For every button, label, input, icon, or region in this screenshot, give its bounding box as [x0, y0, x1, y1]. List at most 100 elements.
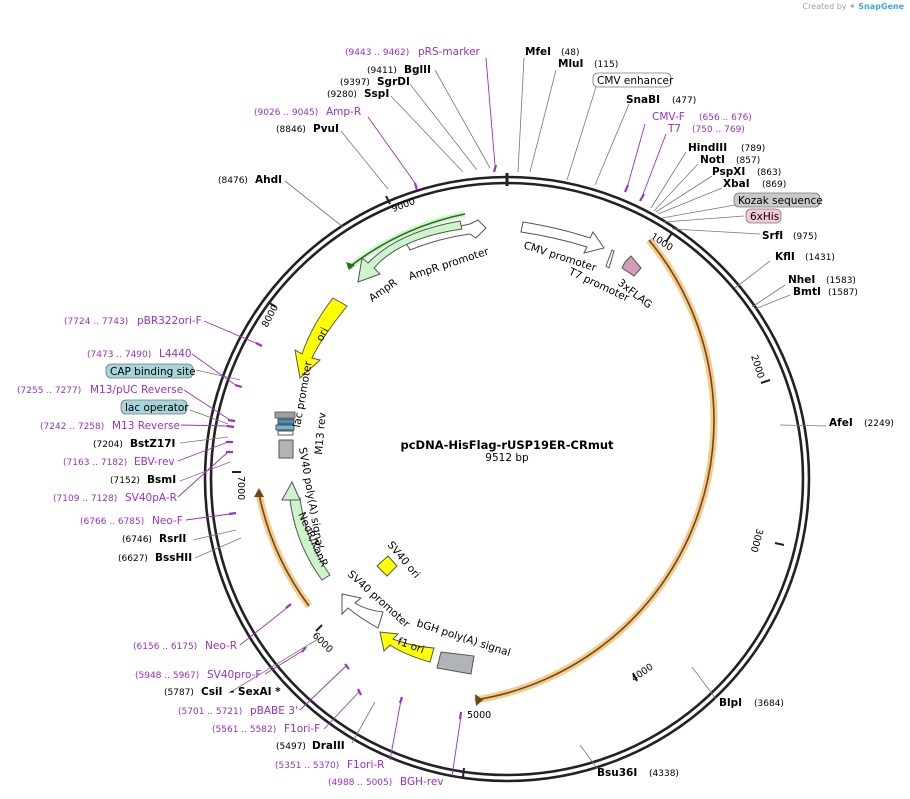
enzyme-noti: NotI — [700, 154, 725, 166]
enzyme-pspxi: PspXI — [712, 166, 745, 178]
primer-l4440-pos: (7473 .. 7490) — [87, 350, 151, 360]
enzyme-hindiii: HindIII — [688, 142, 727, 154]
primer-leaders — [177, 57, 667, 777]
enzyme-snabi: SnaBI — [626, 94, 660, 106]
snapgene-credit: Created by ✦ SnapGene — [802, 2, 904, 11]
enzyme-leaders — [179, 57, 827, 769]
label-lac-promoter: lac promoter — [291, 360, 315, 429]
tick-label-7000: 7000 — [235, 476, 246, 500]
primer-amp-r: Amp-R — [326, 106, 361, 118]
enzyme-nhei: NheI — [788, 274, 815, 286]
primer-sv40pro-f-pos: (5948 .. 5967) — [135, 671, 199, 681]
enzyme-bglii-pos: (9411) — [367, 66, 397, 76]
primer-prs-marker: pRS-marker — [418, 46, 481, 58]
enzyme-bmti-pos: (1587) — [828, 288, 858, 298]
enzyme-rsrii-pos: (6746) — [122, 535, 152, 545]
primer-bgh-rev-pos: (4988 .. 5005) — [328, 778, 392, 788]
t7-promoter-arrow — [605, 249, 615, 269]
primer-l4440: L4440 — [159, 348, 192, 360]
enzyme-bglii: BglII — [404, 64, 431, 76]
snapgene-logo-icon: ✦ — [849, 2, 856, 11]
primer-m13puc-reverse: M13/pUC Reverse — [90, 384, 183, 396]
primer-f1ori-f-pos: (5561 .. 5582) — [212, 725, 276, 735]
enzyme-draiii-pos: (5497) — [276, 742, 306, 752]
box-lac-operator: lac operator — [125, 402, 189, 414]
enzyme-snabi-pos: (477) — [672, 96, 696, 106]
cmv-promoter-arrow — [520, 221, 605, 254]
enzyme-pspxi-pos: (863) — [757, 168, 781, 178]
primer-pbr322ori-f-pos: (7724 .. 7743) — [64, 317, 128, 327]
enzyme-sspi: SspI — [364, 88, 389, 100]
enzyme-blpi: BlpI — [719, 697, 742, 709]
enzyme-nhei-pos: (1583) — [826, 276, 856, 286]
sv40-ori-box — [376, 555, 398, 577]
label-m13-rev: M13 rev — [313, 412, 329, 455]
primer-cmv-f-pos: (656 .. 676) — [699, 113, 752, 123]
enzyme-mlui-pos: (115) — [594, 60, 618, 70]
enzyme-bsu36i-pos: (4338) — [649, 769, 679, 779]
label-ori: ori — [314, 326, 331, 344]
flag-feature — [621, 255, 642, 277]
sv40-promoter-arrow — [341, 593, 384, 629]
credit-brand: SnapGene — [858, 2, 904, 11]
primer-neo-r-pos: (6156 .. 6175) — [133, 642, 197, 652]
enzyme-xbai: XbaI — [723, 178, 750, 190]
enzyme-ahdi: AhdI — [255, 174, 282, 186]
primer-ebv-rev: EBV-rev — [134, 456, 175, 468]
enzyme-bsshii-pos: (6627) — [118, 554, 148, 564]
enzyme-bstz17i-pos: (7204) — [93, 440, 123, 450]
enzyme-pvui-pos: (8846) — [276, 125, 306, 135]
primer-t7-pos: (750 .. 769) — [692, 125, 745, 135]
enzyme-bsmi: BsmI — [147, 474, 176, 486]
primer-bgh-rev: BGH-rev — [400, 776, 444, 788]
enzyme-mlui: MluI — [558, 58, 583, 70]
enzyme-ahdi-pos: (8476) — [218, 176, 248, 186]
bgh-polya-box — [436, 651, 475, 675]
plasmid-name: pcDNA-HisFlag-rUSP19ER-CRmut — [400, 438, 614, 452]
box-cap-binding-site: CAP binding site — [110, 366, 196, 378]
enzyme-pvui: PvuI — [313, 123, 339, 135]
enzyme-bstz17i: BstZ17I — [130, 438, 175, 450]
box-cmv-enhancer: CMV enhancer — [597, 75, 674, 87]
primer-neo-f: Neo-F — [152, 515, 183, 527]
enzyme-bmti: BmtI — [793, 286, 821, 298]
lac-feature-stack — [274, 411, 296, 436]
tick-label-6000: 6000 — [310, 630, 335, 655]
neor-arrow — [281, 480, 331, 581]
primer-ebv-rev-pos: (7163 .. 7182) — [63, 458, 127, 468]
primer-pbabe3-pos: (5701 .. 5721) — [178, 707, 242, 717]
primer-pbabe3: pBABE 3' — [250, 705, 298, 717]
enzyme-bsshii: BssHII — [155, 552, 192, 564]
enzyme-blpi-pos: (3684) — [754, 699, 784, 709]
box-kozak-sequence: Kozak sequence — [738, 195, 823, 207]
f1-ori-arrow — [379, 631, 435, 663]
primer-f1ori-r: F1ori-R — [347, 759, 384, 771]
primer-sv40pa-r-pos: (7109 .. 7128) — [53, 494, 117, 504]
box-6xhis: 6xHis — [750, 211, 779, 223]
primer-prs-marker-pos: (9443 .. 9462) — [345, 48, 409, 58]
credit-prefix: Created by — [802, 2, 847, 11]
orf-arcs — [254, 211, 718, 706]
primer-neo-r: Neo-R — [205, 640, 237, 652]
tick-label-5000: 5000 — [467, 710, 491, 721]
boxed-labels: CMV enhancer Kozak sequence 6xHis CAP bi… — [105, 72, 823, 415]
enzyme-bsmi-pos: (7152) — [110, 476, 140, 486]
primer-amp-r-pos: (9026 .. 9045) — [254, 108, 318, 118]
enzyme-draiii: DraIII — [312, 740, 345, 752]
enzyme-afei: AfeI — [829, 417, 853, 429]
enzyme-sgrdi: SgrDI — [377, 76, 410, 88]
ampr-arrow — [357, 220, 463, 283]
enzyme-labels: MfeI (48) MluI (115) SnaBI (477) HindIII… — [93, 46, 894, 779]
primer-f1ori-f: F1ori-F — [284, 723, 320, 735]
enzyme-csii: CsiI — [201, 686, 222, 698]
enzyme-afei-pos: (2249) — [864, 419, 894, 429]
primer-neo-f-pos: (6766 .. 6785) — [80, 517, 144, 527]
enzyme-sspi-pos: (9280) — [327, 90, 357, 100]
tick-label-3000: 3000 — [748, 527, 765, 553]
label-ampr: AmpR — [367, 277, 400, 305]
tick-label-4000: 4000 — [629, 662, 655, 685]
enzyme-srfi-pos: (975) — [793, 232, 817, 242]
plasmid-size: 9512 bp — [485, 452, 529, 464]
primer-m13puc-reverse-pos: (7255 .. 7277) — [17, 386, 81, 396]
